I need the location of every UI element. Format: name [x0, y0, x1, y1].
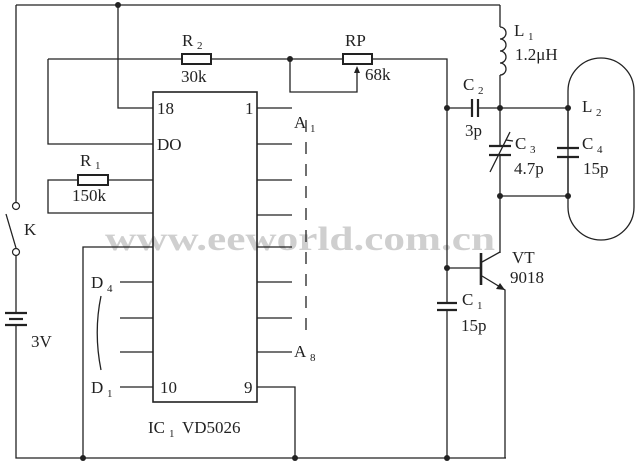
r1-name: R — [80, 151, 92, 170]
l2-sub: 2 — [596, 107, 602, 119]
c4-value: 15p — [583, 159, 609, 178]
resistor-r2: R 2 30k — [181, 31, 212, 86]
r1-sub: 1 — [95, 160, 101, 172]
c4-name: C — [582, 134, 593, 153]
l1-sub: 1 — [528, 31, 534, 43]
watermark: www.eeworld.com.cn — [105, 221, 495, 258]
rp-value: 68k — [365, 65, 391, 84]
c1-value: 15p — [461, 316, 487, 335]
switch-k: K — [5, 201, 37, 257]
a8-sub: 8 — [310, 352, 316, 364]
d1-label: D — [91, 378, 103, 397]
resistor-r1: R 1 150k — [72, 151, 109, 205]
pin-10-label: 10 — [160, 378, 177, 397]
r2-name: R — [182, 31, 194, 50]
a8-label: A — [294, 342, 307, 361]
rp-name: RP — [345, 31, 366, 50]
pin-do-label: DO — [157, 135, 182, 154]
l1-name: L — [514, 21, 524, 40]
c3-sub: 3 — [530, 144, 536, 156]
ic-vd5026: 18 1 DO 10 9 IC 1 VD5026 — [148, 91, 258, 440]
a1-sub: 1 — [310, 123, 316, 135]
c2-value: 3p — [465, 121, 482, 140]
c1-name: C — [462, 290, 473, 309]
inductor-l1: L 1 1.2μH — [514, 21, 558, 64]
c2-sub: 2 — [478, 85, 484, 97]
l1-value: 1.2μH — [515, 45, 558, 64]
variable-capacitor-c3: C 3 4.7p — [489, 131, 544, 178]
c3-value: 4.7p — [514, 159, 544, 178]
capacitor-c4: C 4 15p — [557, 134, 609, 178]
r2-value: 30k — [181, 67, 207, 86]
pin-1-label: 1 — [245, 99, 254, 118]
capacitor-c2: C 2 3p — [463, 75, 484, 140]
c4-sub: 4 — [597, 144, 603, 156]
ic-name-sub: 1 — [169, 428, 175, 440]
a1-label: A — [294, 113, 307, 132]
transistor-vt: VT 9018 — [479, 248, 544, 290]
potentiometer-rp: RP 68k — [342, 31, 391, 84]
pin-18-label: 18 — [157, 99, 174, 118]
r1-value: 150k — [72, 186, 107, 205]
d4-sub: 4 — [107, 283, 113, 295]
switch-label: K — [24, 220, 37, 239]
d4-label: D — [91, 273, 103, 292]
l2-name: L — [582, 97, 592, 116]
ic-name: IC — [148, 418, 165, 437]
pin-9-label: 9 — [244, 378, 253, 397]
wires — [15, 4, 569, 459]
capacitor-c1: C 1 15p — [437, 290, 487, 335]
ic-model: VD5026 — [182, 418, 241, 437]
vt-name: VT — [512, 248, 535, 267]
c2-name: C — [463, 75, 474, 94]
d1-sub: 1 — [107, 388, 113, 400]
battery-3v: 3V — [5, 311, 53, 351]
r2-sub: 2 — [197, 40, 203, 52]
c1-sub: 1 — [477, 300, 483, 312]
vt-value: 9018 — [510, 268, 544, 287]
battery-value: 3V — [31, 332, 53, 351]
c3-name: C — [515, 134, 526, 153]
